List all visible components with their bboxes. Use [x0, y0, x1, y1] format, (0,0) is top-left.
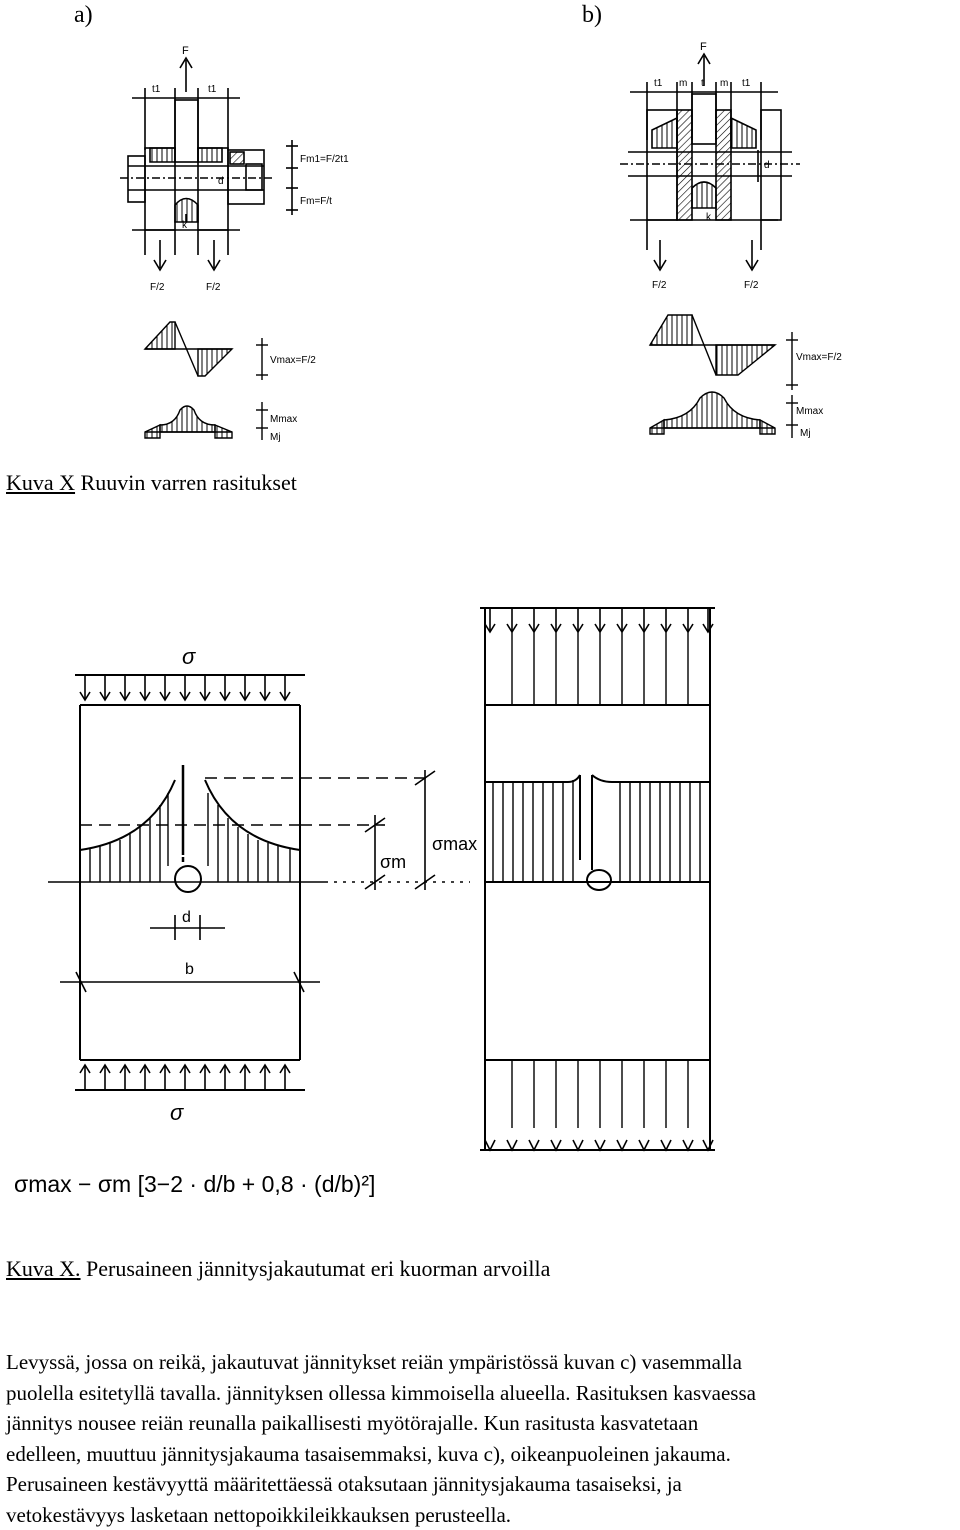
paragraph-line: vetokestävyys lasketaan nettopoikkileikk… — [6, 1502, 512, 1527]
a-t1-right: t1 — [208, 84, 217, 95]
left-bottom-arrows — [79, 1063, 291, 1090]
sigma-max-label: σmax — [432, 834, 477, 854]
b-k-label: k — [706, 212, 712, 223]
b-t1-right: t1 — [742, 78, 751, 89]
right-top-arrows — [484, 608, 714, 634]
drawing-a — [120, 56, 298, 272]
a-d-label: d — [218, 176, 224, 187]
b-t-label: t — [701, 78, 704, 89]
right-bottom-field-lines — [511, 1060, 689, 1128]
sigma-top-label: σ — [182, 644, 196, 669]
a-F2-right: F/2 — [206, 282, 221, 293]
b-F2-left: F/2 — [652, 280, 667, 291]
right-stress-hatching — [492, 780, 701, 882]
b-m-left: m — [679, 78, 687, 89]
plate-stress-figure: σ σ σm σmax d b σmax − σm [3−2 · d/b + 0… — [14, 607, 715, 1197]
caption-ref: Kuva X — [6, 470, 76, 495]
bolt-stress-figure: F t1 t1 Fm1=F/2t1 Fm=F/t d k F/2 F/2 Vma… — [120, 41, 842, 443]
b-F-label: F — [700, 41, 707, 53]
drawing-b — [620, 52, 800, 272]
paragraph-line: puolella esitetyllä tavalla. jännityksen… — [6, 1380, 756, 1405]
b-m-right: m — [720, 78, 728, 89]
caption-bolt-stresses: Kuva X Ruuvin varren rasitukset — [6, 470, 297, 496]
a-moment-diagram — [144, 402, 268, 440]
stress-formula: σmax − σm [3−2 · d/b + 0,8 · (d/b)²] — [14, 1171, 375, 1197]
a-Fm1-label: Fm1=F/2t1 — [300, 154, 349, 165]
right-top-field-lines — [511, 632, 689, 705]
left-top-arrows — [79, 675, 291, 702]
figure-label-a: a) — [74, 2, 93, 28]
left-stress-hatching — [89, 793, 291, 882]
b-F2-right: F/2 — [744, 280, 759, 291]
a-t1-left: t1 — [152, 84, 161, 95]
paragraph-line: Levyssä, jossa on reikä, jakautuvat jänn… — [6, 1350, 742, 1374]
a-F-label: F — [182, 45, 189, 57]
b-t1-left: t1 — [654, 78, 663, 89]
a-Mj-label: Mj — [270, 432, 281, 443]
caption-text: Perusaineen jännitysjakautumat eri kuorm… — [80, 1256, 551, 1281]
sigma-bottom-label: σ — [170, 1100, 184, 1125]
a-Fm-label: Fm=F/t — [300, 196, 332, 207]
d-dimension-label: d — [182, 909, 191, 926]
sigma-m-label: σm — [380, 852, 406, 872]
caption-ref: Kuva X. — [6, 1256, 81, 1281]
body-paragraph: Levyssä, jossa on reikä, jakautuvat jänn… — [6, 1347, 958, 1530]
a-shear-diagram — [143, 321, 268, 380]
right-bottom-arrows — [484, 1139, 714, 1152]
paragraph-line: Perusaineen kestävyyttä määritettäessä o… — [6, 1472, 682, 1496]
b-moment-diagram — [649, 391, 798, 438]
a-Mmax-label: Mmax — [270, 414, 297, 425]
paragraph-line: jännitys nousee reiän reunalla paikallis… — [6, 1411, 699, 1435]
a-Vmax-label: Vmax=F/2 — [270, 355, 316, 366]
b-Mj-label: Mj — [800, 428, 811, 439]
a-k-label: k — [182, 220, 188, 231]
b-d-label: d — [764, 160, 770, 171]
b-shear-diagram — [648, 314, 798, 390]
paragraph-line: edelleen, muuttuu jännitysjakauma tasais… — [6, 1441, 731, 1466]
a-F2-left: F/2 — [150, 282, 165, 293]
caption-text: Ruuvin varren rasitukset — [75, 470, 297, 495]
figure-label-b: b) — [582, 2, 602, 28]
b-dimension-label: b — [185, 961, 194, 978]
b-Mmax-label: Mmax — [796, 406, 823, 417]
b-Vmax-label: Vmax=F/2 — [796, 352, 842, 363]
caption-plate-stresses: Kuva X. Perusaineen jännitysjakautumat e… — [6, 1256, 550, 1282]
